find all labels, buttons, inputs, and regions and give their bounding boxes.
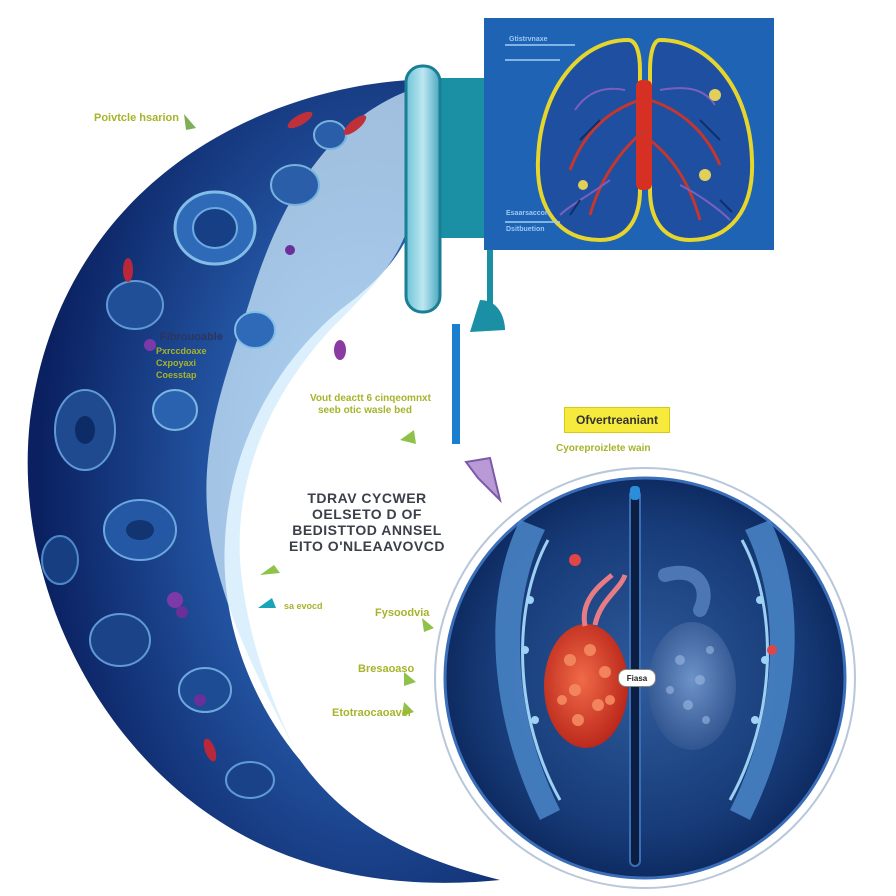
label-top-left: Poivtcle hsarion: [94, 112, 179, 124]
label-small-3: Bresaoaso: [358, 663, 415, 675]
label-left-line-3: Coesstap: [156, 370, 197, 380]
center-line-3: BEDISTTOD ANNSEL: [292, 522, 442, 538]
label-small-1: sa evocd: [284, 601, 323, 611]
cell-clusters: [41, 111, 367, 799]
label-left-heading: Fibrouoable: [160, 331, 223, 343]
lung-panel: [484, 18, 774, 250]
callout-arrows: [184, 114, 502, 716]
lung-panel-title: Gtistrvnaxe: [509, 36, 548, 43]
label-small-2: Fysoodvia: [375, 607, 430, 619]
lung-panel-label-2: Dsitbuetion: [506, 226, 545, 233]
tissue-crescent: [27, 80, 500, 883]
center-pill-label: Fiasa: [618, 669, 656, 687]
center-line-4: EITO O'NLEAAVOVCD: [289, 538, 445, 554]
center-line-1: TDRAV CYCWER: [307, 490, 427, 506]
center-heading: TDRAV CYCWER OELSETO D OF BEDISTTOD ANNS…: [282, 490, 452, 554]
label-mid-line-1: Vout deactt 6 cinqeomnxt: [310, 393, 431, 404]
lung-panel-label-1: Esaarsaccon: [506, 210, 550, 217]
label-left-line-2: Cxpoyaxi: [156, 358, 197, 368]
label-small-4: Etotraocaoavel: [332, 707, 411, 719]
callout-box: Ofvertreaniant: [564, 407, 670, 433]
callout-sub-label: Cyoreproizlete wain: [556, 443, 651, 454]
label-mid-line-2: seeb otic wasle bed: [318, 405, 412, 416]
center-line-2: OELSETO D OF: [312, 506, 422, 522]
label-left-line-1: Pxrccdoaxe: [156, 346, 207, 356]
